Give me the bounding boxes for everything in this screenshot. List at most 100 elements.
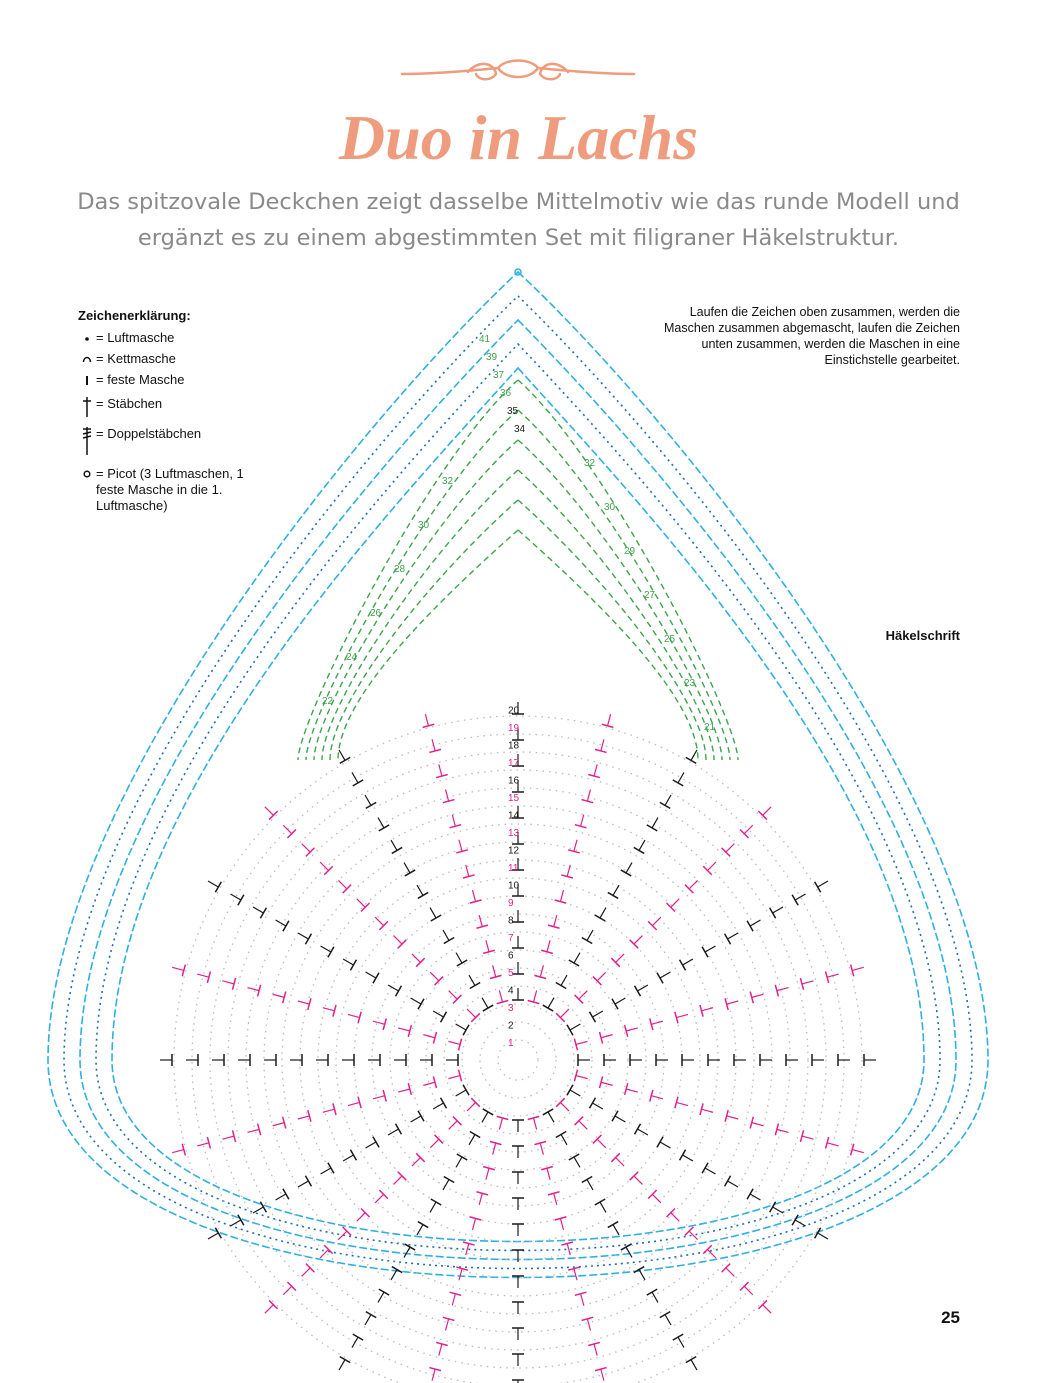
stitch-mark bbox=[659, 1141, 671, 1149]
stitch-mark bbox=[707, 861, 717, 871]
stitch-mark bbox=[342, 958, 354, 966]
stitch-mark bbox=[297, 1180, 309, 1188]
stitch-mark bbox=[424, 714, 430, 726]
stitch-mark bbox=[614, 1115, 626, 1123]
stitch-mark bbox=[377, 1291, 385, 1303]
round-number: 23 bbox=[684, 678, 696, 689]
stitch-mark bbox=[455, 1156, 463, 1168]
green-round bbox=[313, 439, 723, 761]
stitch-mark bbox=[470, 1012, 481, 1023]
stitch-mark bbox=[462, 1241, 475, 1246]
stitch-mark bbox=[347, 1013, 360, 1019]
stitch-mark bbox=[197, 973, 210, 978]
inner-round bbox=[227, 769, 809, 1351]
stitch-mark bbox=[357, 1011, 362, 1024]
round-number: 22 bbox=[322, 696, 334, 707]
stitch-mark bbox=[448, 990, 458, 1000]
stitch-mark bbox=[772, 906, 784, 914]
stitch-mark bbox=[181, 1143, 187, 1156]
stitch-mark bbox=[247, 986, 260, 992]
stitch-mark bbox=[372, 1020, 385, 1025]
stitch-mark bbox=[403, 1246, 411, 1258]
round-number: 41 bbox=[479, 334, 491, 345]
round-number: 7 bbox=[508, 933, 514, 944]
stitch-mark bbox=[429, 971, 440, 982]
stitch-mark bbox=[704, 1167, 716, 1175]
stitch-mark bbox=[465, 1243, 470, 1256]
green-round bbox=[297, 379, 739, 761]
round-number: 4 bbox=[508, 986, 514, 997]
stitch-mark bbox=[282, 1285, 293, 1296]
stitch-mark bbox=[633, 935, 643, 945]
stitch-mark bbox=[387, 1128, 399, 1136]
stitch-mark bbox=[539, 1142, 544, 1155]
stitch-mark bbox=[532, 1117, 538, 1130]
stitch-mark bbox=[578, 1120, 588, 1130]
stitch-mark bbox=[690, 749, 698, 761]
stitch-mark bbox=[651, 1095, 664, 1100]
round-number: 6 bbox=[508, 951, 514, 962]
stitch-mark bbox=[483, 1165, 496, 1171]
stitch-mark bbox=[593, 1343, 598, 1356]
inner-round bbox=[443, 985, 593, 1135]
stitch-mark bbox=[438, 764, 443, 777]
stitch-mark bbox=[707, 1249, 717, 1259]
round-number: 27 bbox=[644, 590, 656, 601]
round-number: 20 bbox=[508, 706, 520, 717]
stitch-mark bbox=[546, 940, 551, 952]
stitch-mark bbox=[600, 1081, 613, 1086]
stitch-mark bbox=[633, 1175, 643, 1185]
stitch-mark bbox=[599, 1201, 607, 1213]
stitch-mark bbox=[637, 984, 649, 992]
stitch-mark bbox=[319, 1249, 329, 1259]
round-number: 28 bbox=[394, 564, 406, 575]
stitch-mark bbox=[301, 843, 311, 853]
stitch-mark bbox=[560, 1102, 570, 1112]
stitch-mark bbox=[575, 1040, 588, 1046]
inner-round bbox=[479, 1021, 557, 1099]
stitch-mark bbox=[743, 1285, 754, 1296]
stitch-mark bbox=[444, 1318, 450, 1331]
stitch-mark bbox=[466, 1008, 476, 1018]
stitch-mark bbox=[365, 971, 377, 979]
stitch-mark bbox=[471, 889, 477, 902]
stitch-mark bbox=[704, 945, 716, 953]
round-number: 1 bbox=[508, 1038, 514, 1049]
stitch-mark bbox=[448, 1040, 461, 1046]
stitch-mark bbox=[677, 1336, 685, 1348]
stitch-mark bbox=[560, 1134, 568, 1146]
stitch-mark bbox=[320, 1167, 332, 1175]
stitch-mark bbox=[546, 1168, 551, 1180]
stitch-mark bbox=[282, 824, 293, 835]
stitch-mark bbox=[416, 884, 424, 896]
stitch-mark bbox=[600, 1034, 613, 1039]
stitch-mark bbox=[626, 1027, 638, 1032]
stitch-mark bbox=[539, 965, 544, 978]
stitch-mark bbox=[222, 980, 235, 985]
inner-round bbox=[497, 1039, 539, 1081]
round-number: 15 bbox=[508, 793, 520, 804]
stitch-mark bbox=[297, 1115, 310, 1120]
stitch-mark bbox=[612, 1224, 620, 1236]
stitch-mark bbox=[817, 1232, 829, 1240]
green-round bbox=[337, 529, 699, 761]
stitch-mark bbox=[332, 1103, 337, 1116]
stitch-mark bbox=[651, 916, 662, 927]
inner-round bbox=[209, 751, 827, 1369]
stitch-mark bbox=[554, 899, 567, 904]
stitch-mark bbox=[749, 919, 761, 927]
stitch-mark bbox=[465, 864, 470, 877]
stitch-mark bbox=[699, 1103, 704, 1116]
round-number: 3 bbox=[508, 1003, 514, 1014]
stitch-mark bbox=[466, 1102, 476, 1112]
stitch-mark bbox=[423, 1081, 436, 1086]
stitch-mark bbox=[553, 914, 558, 927]
stitch-mark bbox=[393, 1175, 403, 1185]
stitch-mark bbox=[547, 997, 555, 1009]
stitch-mark bbox=[776, 986, 789, 992]
stitch-mark bbox=[600, 1368, 605, 1381]
round-number: 25 bbox=[664, 634, 676, 645]
stitch-mark bbox=[442, 929, 450, 941]
stitch-mark bbox=[347, 1101, 360, 1107]
stitch-mark bbox=[638, 839, 646, 851]
